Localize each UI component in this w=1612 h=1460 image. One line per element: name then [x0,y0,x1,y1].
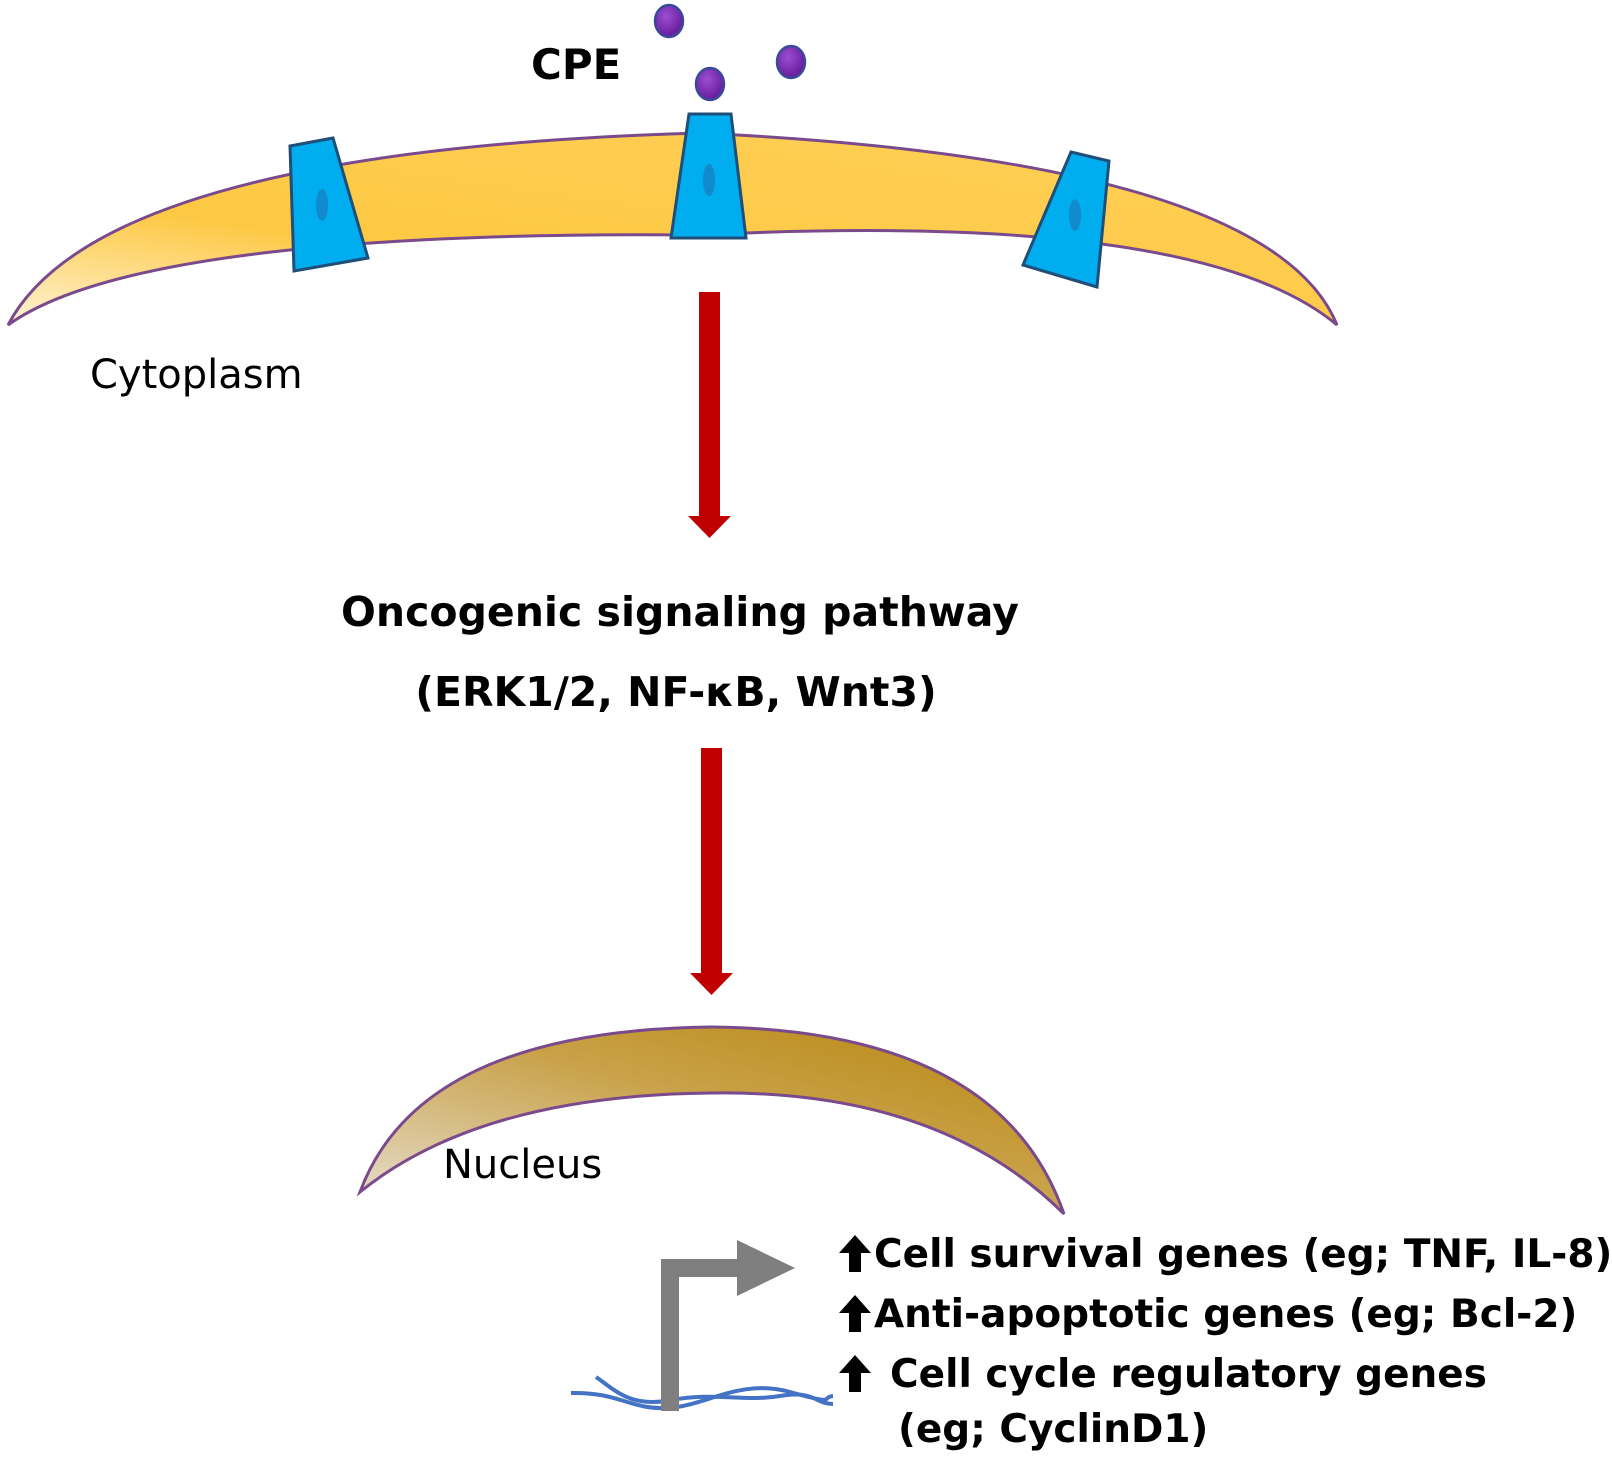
gene-effect-anti-apoptotic: Anti-apoptotic genes (eg; Bcl-2) [838,1293,1577,1334]
gene-effect-cell-cycle-example: (eg; CyclinD1) [898,1407,1209,1452]
gene-effect-text: Cell cycle regulatory genes [890,1352,1487,1397]
cpe-label: CPE [531,40,622,89]
membrane-receptor-left [288,136,370,273]
signaling-diagram [6,3,1339,1411]
gene-effect-text: Cell survival genes (eg; TNF, IL-8) [874,1232,1612,1277]
signal-arrow-pathway-to-nucleus [690,748,733,995]
cpe-ligand-dot [653,3,685,39]
cpe-ligand-dot [694,66,726,102]
up-arrow-icon [839,1295,871,1332]
cpe-ligand-dot [775,44,807,80]
dna-strand [570,1375,834,1411]
transcription-start-arrow [661,1240,795,1411]
signal-arrow-membrane-to-pathway [688,292,731,538]
membrane-receptor-right [1020,150,1111,289]
nucleus-label: Nucleus [443,1142,603,1188]
up-arrow-icon [839,1235,871,1272]
gene-effect-cell-cycle: Cell cycle regulatory genes [838,1353,1487,1394]
gene-effect-cell-survival: Cell survival genes (eg; TNF, IL-8) [838,1233,1612,1274]
cytoplasm-label: Cytoplasm [90,352,303,398]
gene-effect-text: Anti-apoptotic genes (eg; Bcl-2) [874,1292,1578,1337]
nuclear-envelope [356,1025,1066,1216]
pathway-title: Oncogenic signaling pathway [341,588,1019,636]
membrane-receptor-center [669,112,748,240]
pathway-members: (ERK1/2, NF-κB, Wnt3) [415,668,937,716]
up-arrow-icon [839,1355,871,1392]
